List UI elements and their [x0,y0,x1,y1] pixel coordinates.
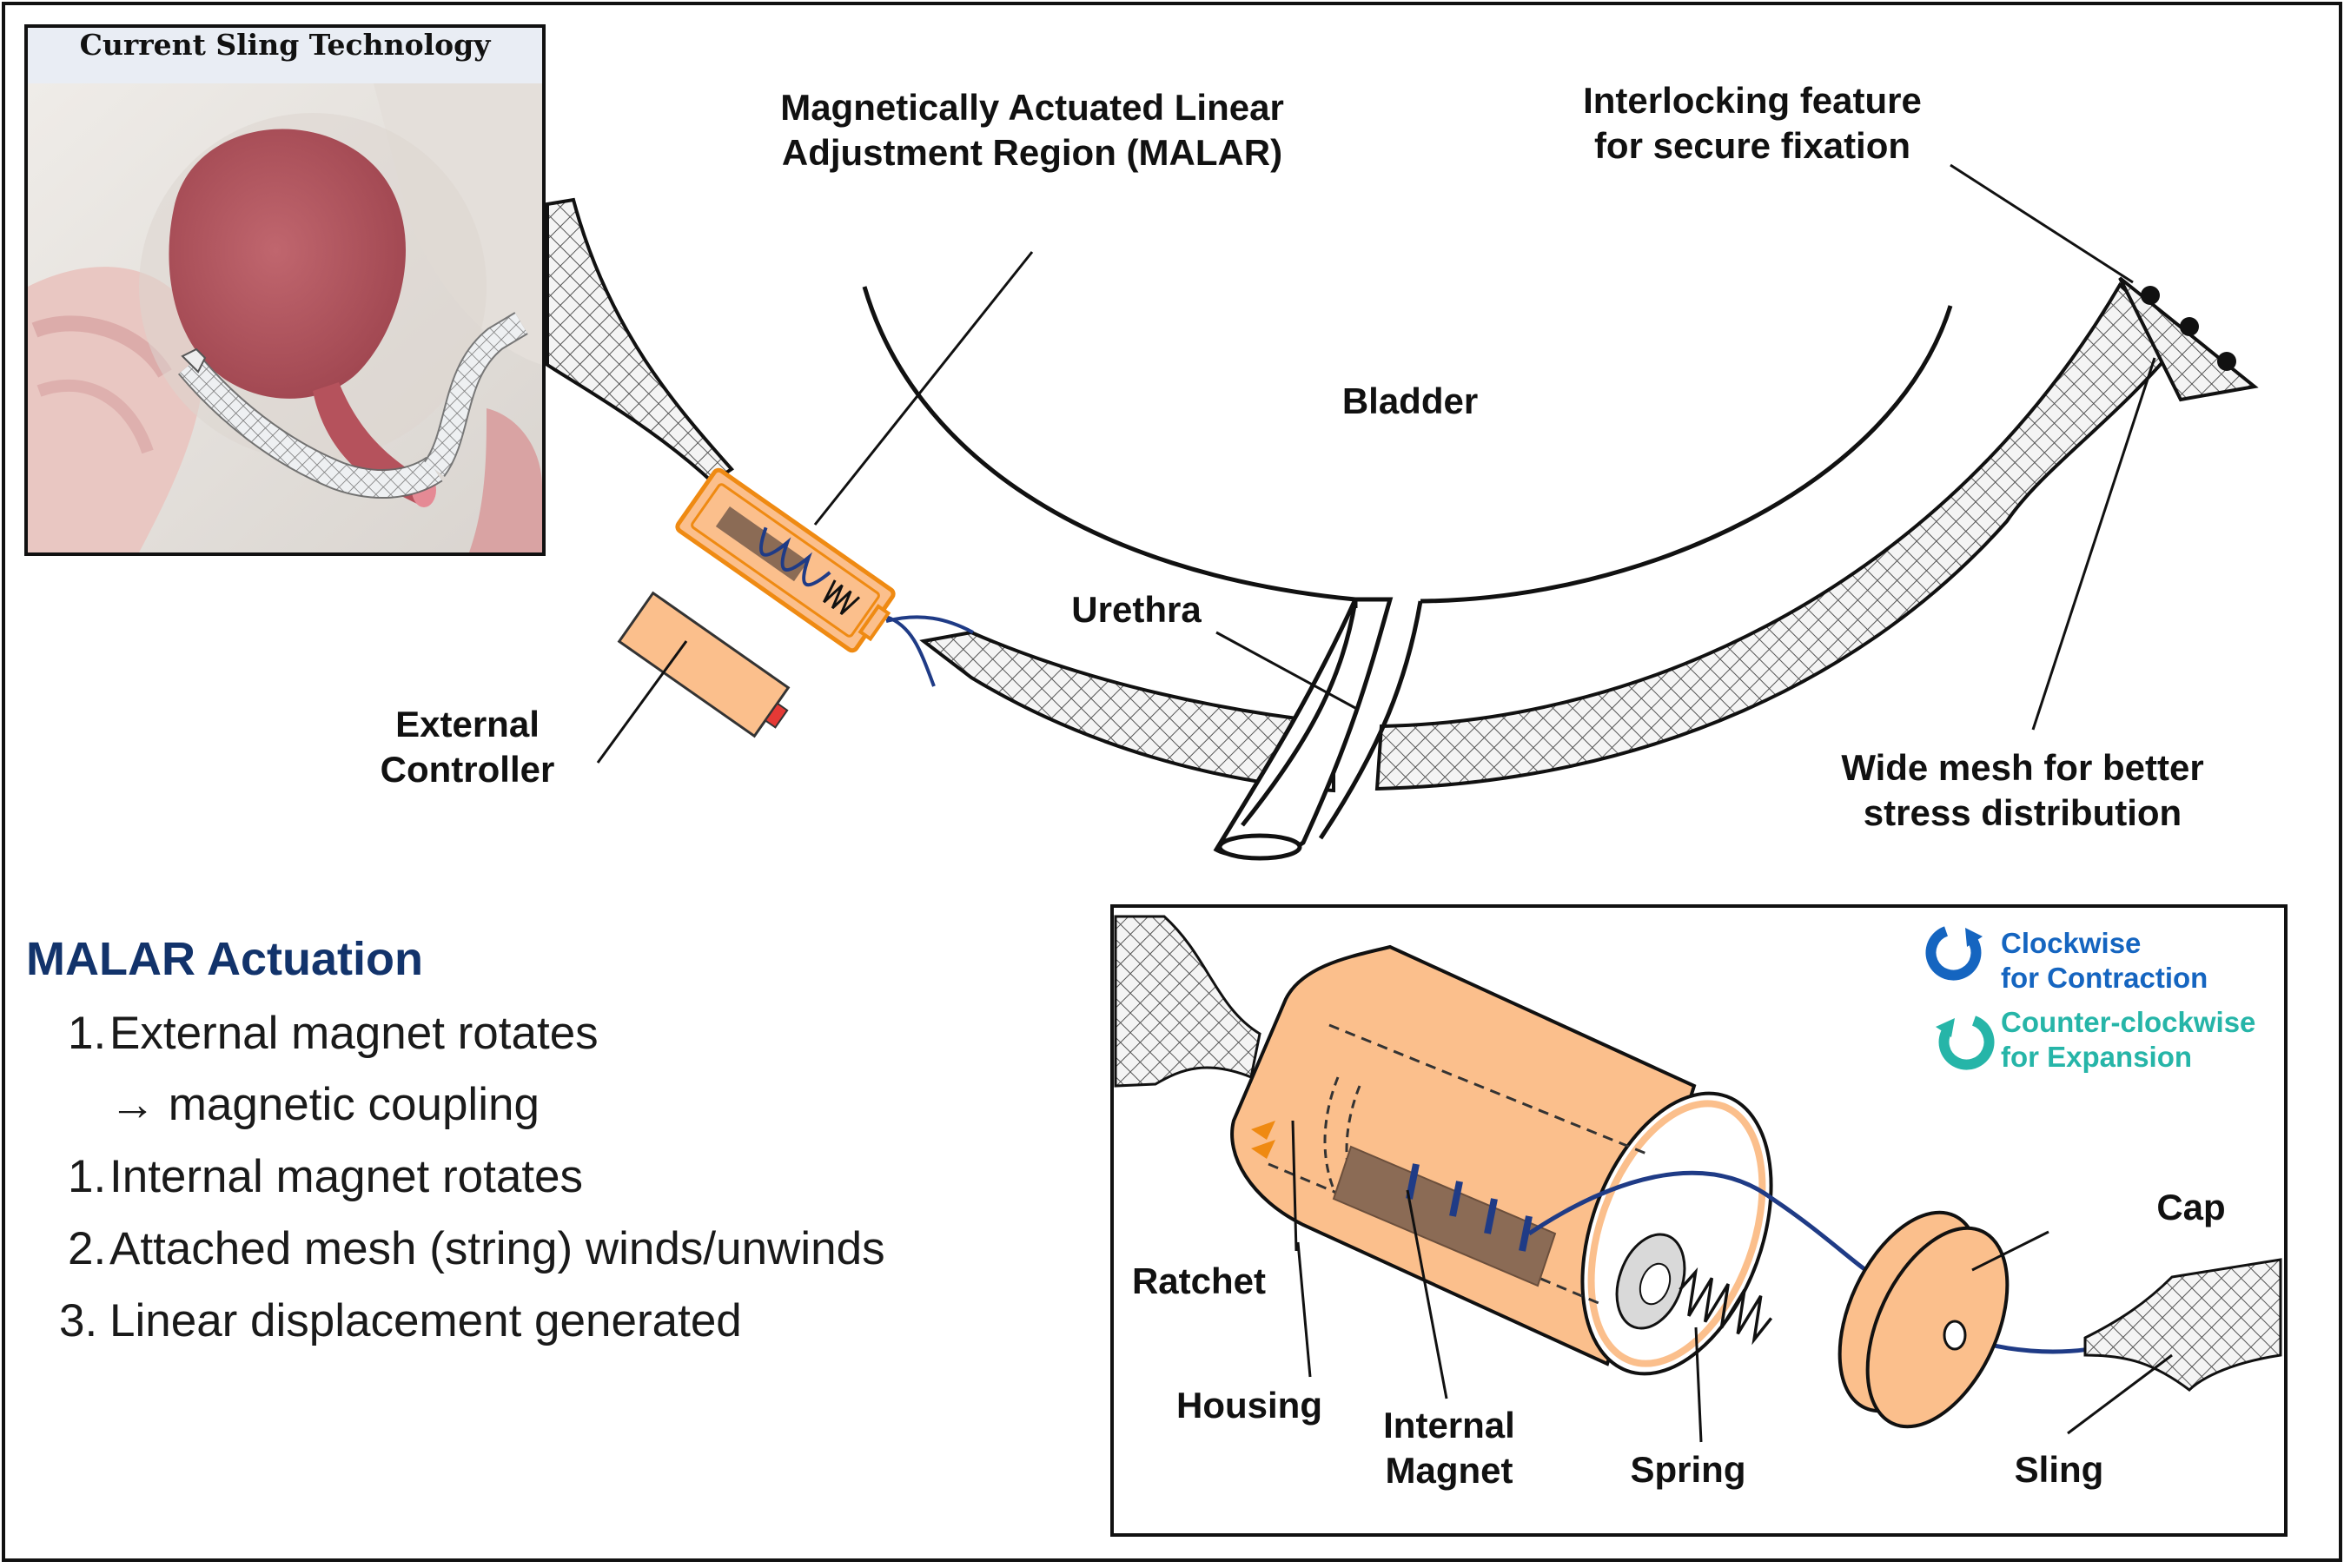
sling-mesh-left [546,197,735,485]
leader-ratchet [1291,1120,1298,1252]
label-cap: Cap [2156,1187,2225,1227]
bladder-outline-right [1420,305,1953,604]
label-ratchet: Ratchet [1132,1260,1266,1301]
label-external-2: Controller [381,749,555,790]
leader-widemesh [2031,357,2156,731]
label-external-1: External [395,704,540,744]
string-winding [1406,1163,1533,1252]
label-widemesh-2: stress distribution [1864,792,2182,833]
step-text: Linear displacement generated [109,1295,742,1346]
leader-malar [813,251,1034,526]
cap [1837,1210,2010,1429]
label-urethra: Urethra [1071,589,1202,630]
label-malar-2: Adjustment Region (MALAR) [782,132,1282,173]
leader-spring [1694,1327,1703,1443]
label-internal-2: Magnet [1386,1450,1513,1491]
label-interlock-1: Interlocking feature [1583,80,1922,121]
label-internal-1: Internal [1383,1405,1515,1446]
label-sling: Sling [2015,1449,2104,1490]
step-number: 2. [68,1223,106,1274]
interlock-dot [2180,317,2199,336]
legend-cw-1: Clockwise [2001,927,2141,959]
ratchet-tooth [1251,1140,1275,1159]
label-widemesh-1: Wide mesh for better [1841,747,2203,788]
current-sling-inset: Current Sling Technology [24,24,546,556]
label-housing: Housing [1176,1385,1322,1426]
string [1527,1170,1878,1280]
interlock-dot [2217,352,2236,371]
step-text: → magnetic coupling [109,1079,540,1130]
inset-title-bar [28,28,542,83]
step-number: 3. [59,1295,97,1346]
external-controller [617,591,791,738]
label-interlock-2: for secure fixation [1594,125,1910,166]
leader-housing [1296,1241,1312,1378]
leader-interlock [1950,163,2134,284]
step-number: 1. [68,1151,106,1202]
main-schematic [546,163,2259,861]
interlock-dot [2141,286,2160,305]
leader-magnet [1406,1189,1448,1399]
clockwise-icon [1925,926,1982,981]
legend-ccw-2: for Expansion [2001,1041,2192,1073]
legend-cw-2: for Contraction [2001,962,2208,994]
malar-device [675,467,896,653]
actuation-section: MALAR Actuation 1. External magnet rotat… [26,933,885,1346]
urethra-opening [1217,833,1302,861]
sling-mesh-right [1374,281,2183,791]
legend-ccw-1: Counter-clockwise [2001,1006,2255,1038]
detail-mesh-left [1114,915,1261,1088]
device-detail-panel [1110,904,2288,1537]
label-spring: Spring [1631,1449,1746,1490]
leader-controller [596,640,688,764]
step-text: External magnet rotates [109,1008,599,1059]
step-text: Attached mesh (string) winds/unwinds [109,1223,885,1274]
sling-mesh-center [919,630,1335,793]
ratchet-tooth [1251,1121,1275,1140]
anatomy-illustration [28,83,542,552]
label-malar-1: Magnetically Actuated Linear [780,87,1284,128]
bladder-outline-left [862,286,1356,602]
step-number: 1. [68,1008,106,1059]
inset-title: Current Sling Technology [80,28,492,62]
actuation-title: MALAR Actuation [26,933,423,985]
leader-cap [1971,1230,2049,1272]
detail-mesh-right [2083,1258,2282,1392]
leader-urethra [1215,631,1356,710]
step-text: Internal magnet rotates [109,1151,583,1202]
internal-magnet [1332,1145,1557,1287]
leader-sling [2067,1353,2173,1435]
counter-clockwise-icon [1938,1016,1995,1070]
label-bladder: Bladder [1342,380,1478,421]
spring [1679,1267,1773,1346]
